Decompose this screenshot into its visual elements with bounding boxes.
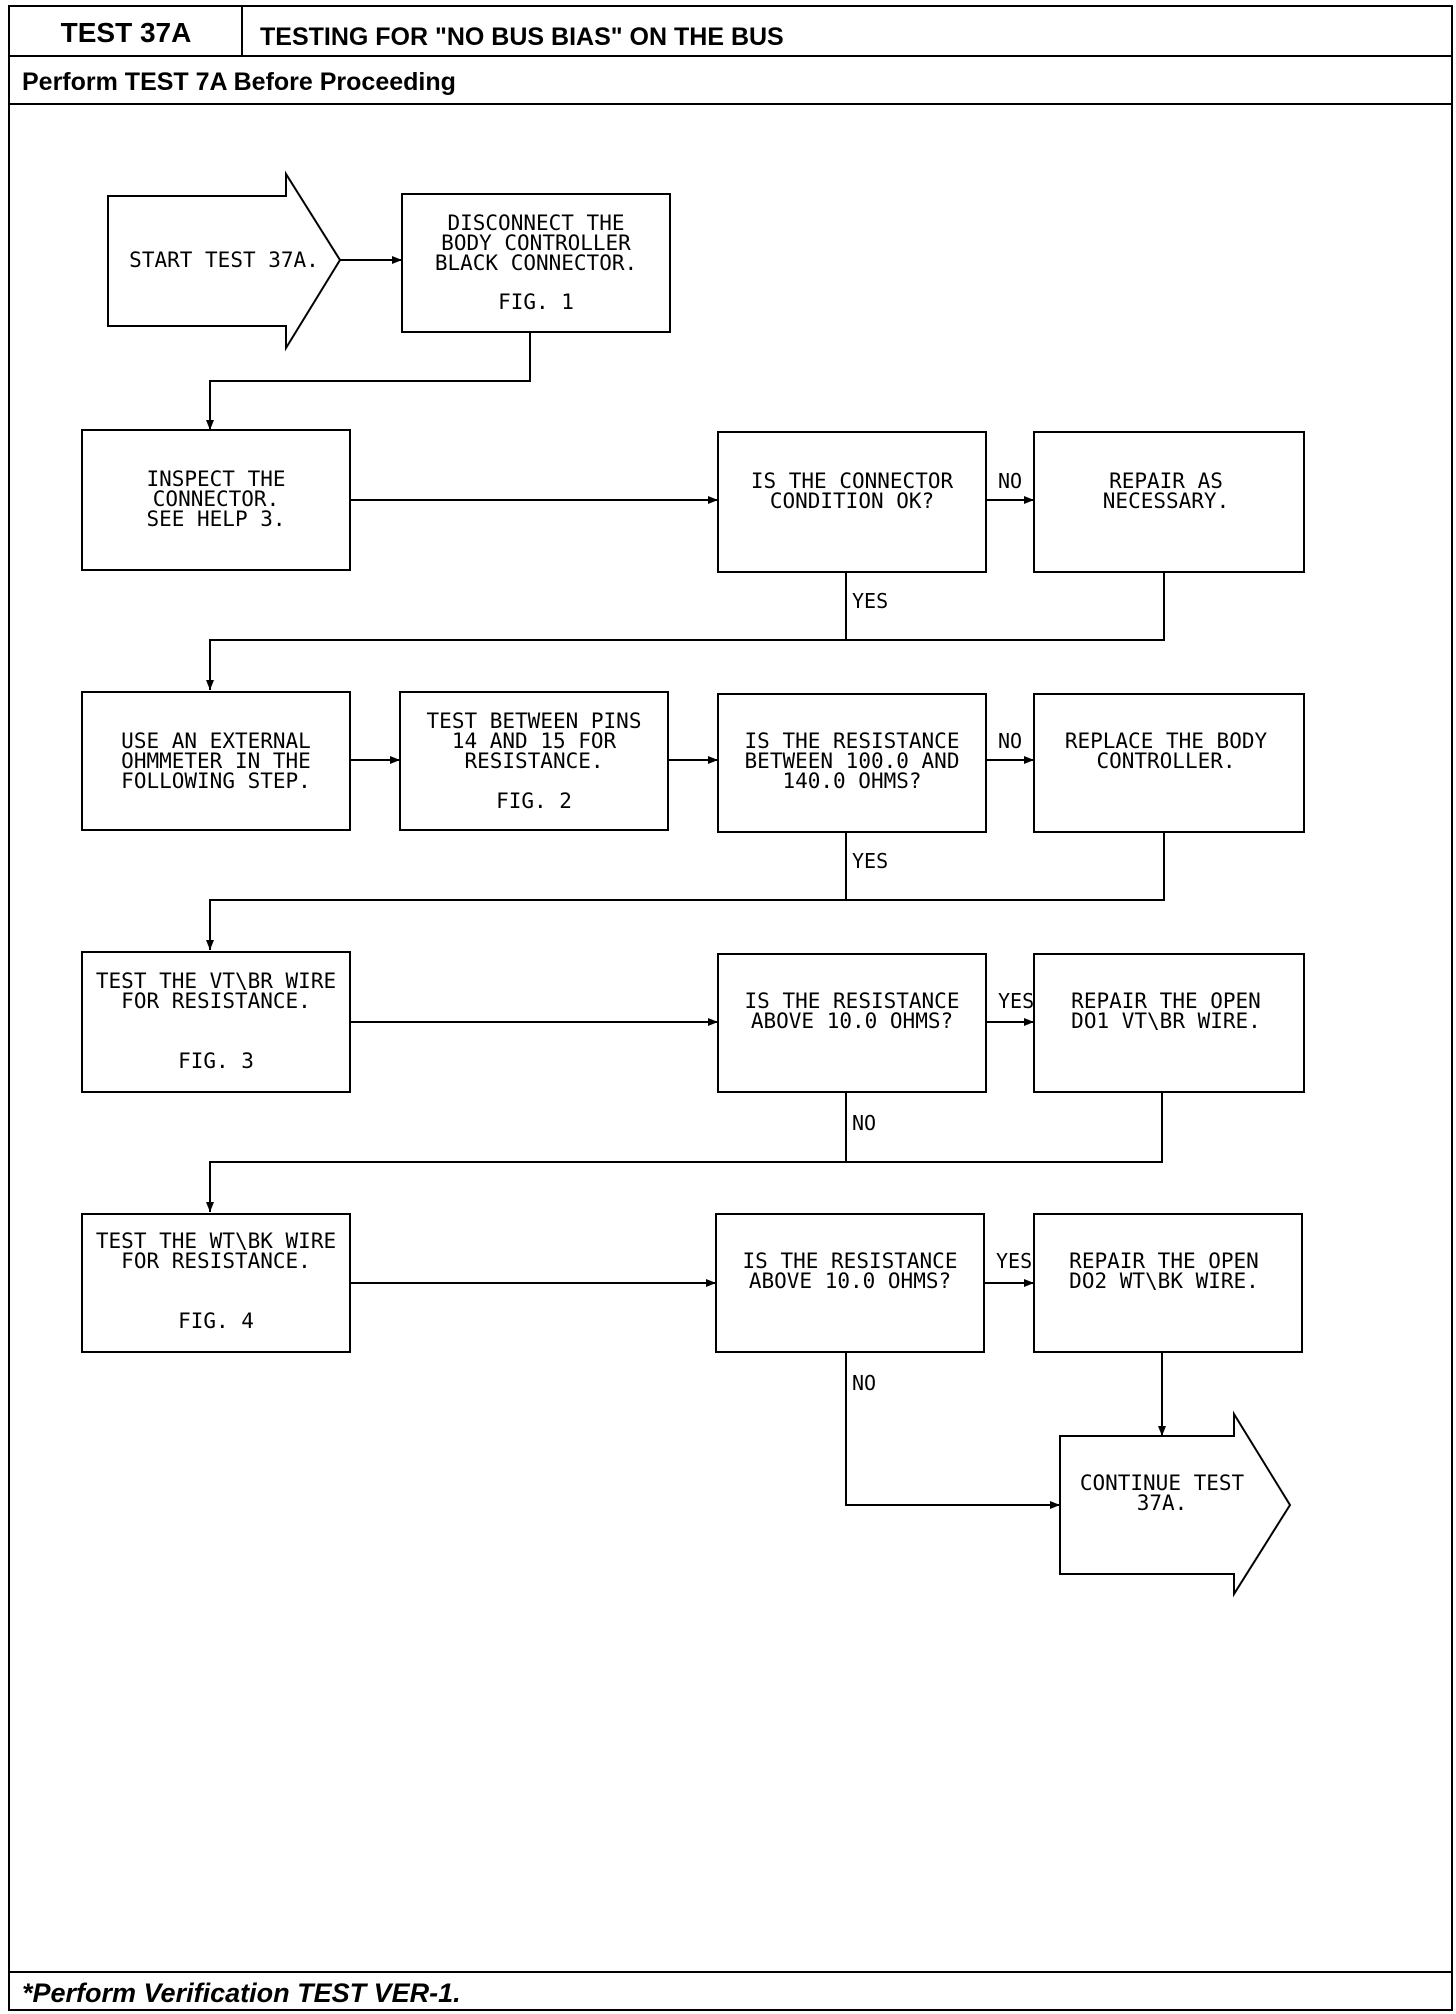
box-text-line: 140.0 OHMS?	[782, 769, 921, 793]
connector-vtbr-repair-return	[206, 1092, 1163, 1212]
box-text-line: 37A.	[1137, 1491, 1188, 1515]
box-text-line: ABOVE 10.0 OHMS?	[751, 1009, 953, 1033]
box-text-line: USE AN EXTERNAL	[121, 729, 311, 753]
page-border	[8, 5, 1453, 2011]
box-text-line: IS THE RESISTANCE	[745, 729, 960, 753]
box-text-line: SEE HELP 3.	[146, 507, 285, 531]
test-pins-box	[399, 691, 669, 831]
box-text-line: DO1 VT\BR WIRE.	[1071, 1009, 1261, 1033]
label-no-connector: NO	[998, 469, 1022, 493]
label-yes-connector: YES	[852, 589, 888, 613]
connectors	[206, 256, 1166, 1509]
inspect-box	[81, 429, 351, 571]
box-text-line: FOLLOWING STEP.	[121, 769, 311, 793]
box-text-line: INSPECT THE	[146, 467, 285, 491]
test-vtbr-fig: FIG. 3	[178, 1049, 254, 1073]
q-wtbk-box	[715, 1213, 985, 1353]
start-arrow-shape	[107, 170, 342, 352]
box-text-line: TEST BETWEEN PINS	[427, 709, 642, 733]
box-text-line: NECESSARY.	[1103, 489, 1229, 513]
page-title: TESTING FOR "NO BUS BIAS" ON THE BUS	[260, 23, 784, 51]
test-pins-fig: FIG. 2	[496, 789, 572, 813]
connector-replace-return	[206, 832, 1165, 950]
label-yes-wtbk: YES	[996, 1249, 1032, 1273]
label-yes-range: YES	[852, 849, 888, 873]
label-no-range: NO	[998, 729, 1022, 753]
box-text-line: FOR RESISTANCE.	[121, 1249, 311, 1273]
box-text-line: IS THE RESISTANCE	[745, 989, 960, 1013]
connector-disconnect-to-inspect	[206, 332, 531, 430]
box-text-line: REPAIR AS	[1109, 469, 1223, 493]
box-text-line: OHMMETER IN THE	[121, 749, 311, 773]
footer-note: *Perform Verification TEST VER-1.	[22, 1978, 461, 2008]
q-connector-box	[717, 431, 987, 573]
continue-arrow-shape	[1059, 1410, 1292, 1598]
test-id: TEST 37A	[61, 17, 192, 48]
box-text-line: BLACK CONNECTOR.	[435, 251, 637, 275]
box-text-line: TEST THE WT\BK WIRE	[96, 1229, 336, 1253]
start-text: START TEST 37A.	[129, 248, 319, 272]
repair-connector-box	[1033, 431, 1305, 573]
box-text-line: IS THE RESISTANCE	[743, 1249, 958, 1273]
test-wtbk-fig: FIG. 4	[178, 1309, 254, 1333]
label-no-vtbr: NO	[852, 1111, 876, 1135]
q-resistance-range-box	[717, 693, 987, 833]
disconnect-fig: FIG. 1	[498, 290, 574, 314]
box-text-line: BODY CONTROLLER	[441, 231, 631, 255]
test-wtbk-box	[81, 1213, 351, 1353]
connector-wtbk-no	[845, 1352, 1060, 1509]
ohmmeter-box	[81, 691, 351, 831]
box-text-line: CONTROLLER.	[1096, 749, 1235, 773]
box-text-line: BETWEEN 100.0 AND	[745, 749, 960, 773]
box-text-line: FOR RESISTANCE.	[121, 989, 311, 1013]
test-vtbr-box	[81, 951, 351, 1093]
repair-vtbr-box	[1033, 953, 1305, 1093]
box-text-line: CONNECTOR.	[153, 487, 279, 511]
page-subtitle: Perform TEST 7A Before Proceeding	[22, 68, 456, 96]
box-text-line: DISCONNECT THE	[447, 211, 624, 235]
box-text-line: 14 AND 15 FOR	[452, 729, 617, 753]
q-vtbr-box	[717, 953, 987, 1093]
label-yes-vtbr: YES	[998, 989, 1034, 1013]
box-text-line: REPLACE THE BODY	[1065, 729, 1268, 753]
replace-controller-box	[1033, 693, 1305, 833]
label-no-wtbk: NO	[852, 1371, 876, 1395]
box-text-line: RESISTANCE.	[464, 749, 603, 773]
branch-labels: NO YES NO YES YES NO YES NO	[852, 469, 1034, 1395]
connector-repair-return	[206, 572, 1165, 690]
box-text-line: REPAIR THE OPEN	[1069, 1249, 1259, 1273]
box-text-line: CONDITION OK?	[770, 489, 934, 513]
box-text-line: ABOVE 10.0 OHMS?	[749, 1269, 951, 1293]
box-text-line: IS THE CONNECTOR	[751, 469, 954, 493]
box-text-line: DO2 WT\BK WIRE.	[1069, 1269, 1259, 1293]
box-text-line: REPAIR THE OPEN	[1071, 989, 1261, 1013]
box-text-line: START TEST 37A.	[129, 248, 319, 272]
repair-wtbk-box	[1033, 1213, 1303, 1353]
flow-boxes	[81, 170, 1305, 1598]
box-text-line: CONTINUE TEST	[1080, 1471, 1245, 1495]
disconnect-box	[401, 193, 671, 333]
box-text-line: TEST THE VT\BR WIRE	[96, 969, 336, 993]
